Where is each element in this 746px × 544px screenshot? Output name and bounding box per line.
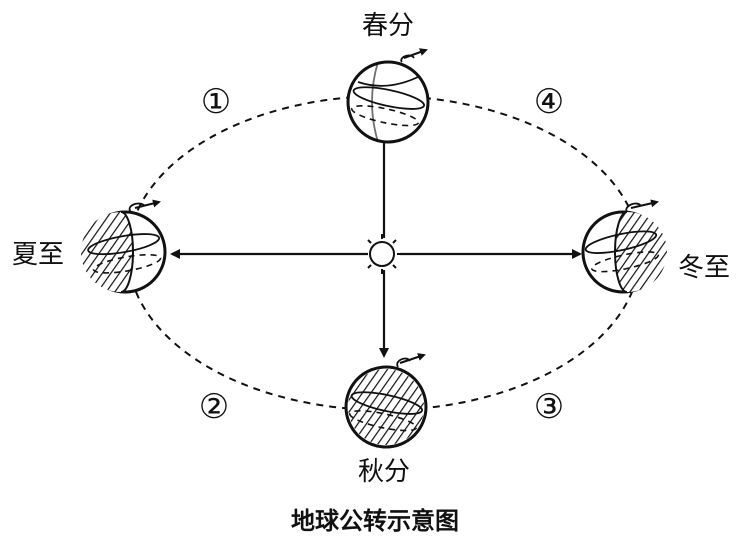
segment-label-4: ④ — [534, 82, 564, 122]
label-autumn-equinox: 秋分 — [358, 457, 410, 487]
earth-globe-icon — [81, 202, 165, 292]
label-summer-solstice: 夏至 — [12, 240, 64, 270]
earth-globe-icon — [583, 202, 667, 292]
earth-globe-icon — [348, 50, 428, 142]
earth-globe-icon — [346, 355, 426, 447]
diagram-caption: 地球公转示意图 — [291, 507, 459, 535]
segment-label-2: ② — [199, 387, 229, 427]
segment-label-3: ③ — [534, 387, 564, 427]
label-spring-equinox: 春分 — [362, 11, 414, 41]
segment-label-1: ① — [201, 82, 231, 122]
label-winter-solstice: 冬至 — [678, 253, 730, 283]
